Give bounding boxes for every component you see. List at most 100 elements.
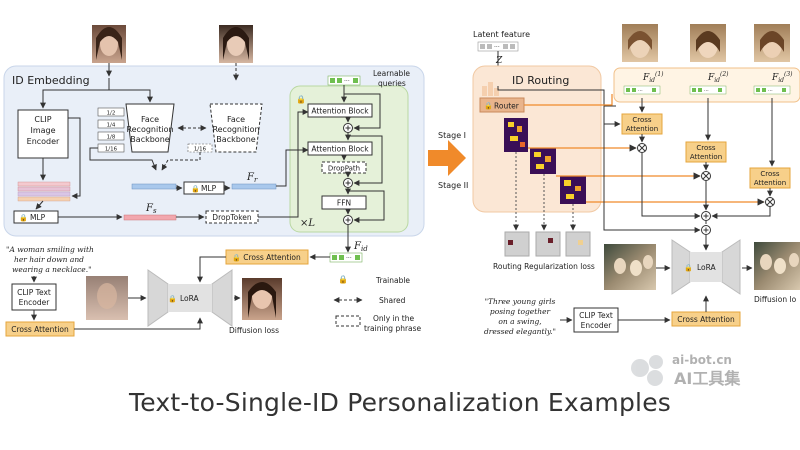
svg-text:CLIP: CLIP — [34, 115, 51, 124]
svg-text:···: ··· — [344, 78, 350, 85]
face-recognition-backbone-shared: Face Recognition Backbone — [209, 103, 263, 153]
fid-item-3: Fid(3) ··· — [753, 71, 793, 95]
svg-text:Encoder: Encoder — [19, 298, 51, 307]
svg-text:LoRA: LoRA — [697, 263, 717, 272]
input-face-image — [92, 25, 126, 63]
svg-text:Recognition: Recognition — [126, 125, 173, 134]
lock-icon: 🔒 — [232, 254, 241, 262]
svg-text:Face: Face — [141, 115, 159, 124]
svg-text:Fid(1): Fid(1) — [642, 71, 664, 84]
svg-text:Cross: Cross — [696, 144, 716, 152]
fid-bank — [613, 67, 800, 103]
mlp-block-face: 🔒 MLP — [183, 181, 225, 195]
cross-attention-block-top: 🔒 Cross Attention — [225, 249, 309, 265]
prompt-text-line3: wearing a necklace." — [12, 265, 92, 274]
svg-text:Recognition: Recognition — [212, 125, 259, 134]
lock-icon: 🔒 — [191, 185, 200, 193]
noisy-input-painting — [604, 244, 656, 290]
svg-text:Attention Block: Attention Block — [311, 107, 369, 116]
fs-feature-bar — [123, 214, 177, 221]
gate-multiply-1 — [637, 143, 647, 153]
attention-block-1: Attention Block — [307, 103, 373, 118]
attention-block-2: Attention Block — [307, 141, 373, 156]
legend-training-only-2: training phrase — [364, 324, 422, 333]
unet-lora-right: 🔒 LoRA — [671, 239, 741, 295]
face-recognition-backbone: Face Recognition Backbone — [125, 103, 175, 153]
routing-mask-3 — [565, 231, 591, 257]
svg-text:Cross Attention: Cross Attention — [243, 253, 301, 262]
gate-multiply-2 — [701, 171, 711, 181]
learnable-queries-tokens: ··· — [327, 75, 361, 86]
reference-face-3 — [754, 24, 790, 62]
svg-text:···: ··· — [704, 88, 709, 94]
lock-icon: 🔒 — [338, 275, 348, 284]
svg-text:MLP: MLP — [30, 213, 46, 222]
output-face-image — [242, 278, 282, 320]
clip-text-encoder: CLIP Text Encoder — [11, 283, 57, 311]
reference-face-1 — [622, 24, 658, 62]
output-painting — [754, 242, 800, 290]
svg-text:Fid(3): Fid(3) — [771, 71, 793, 84]
stage-indicator: Stage I Stage II — [428, 131, 468, 190]
svg-text:Attention: Attention — [690, 153, 722, 161]
svg-text:FFN: FFN — [337, 199, 351, 208]
svg-text:Face: Face — [227, 115, 245, 124]
svg-text:Attention: Attention — [754, 179, 786, 187]
z-label: Z — [495, 56, 503, 66]
mlp-block-clip: 🔒 MLP — [13, 210, 59, 224]
times-l-label: ×L — [300, 218, 315, 229]
fid-label: Fid — [353, 241, 368, 253]
routing-loss-label: Routing Regularization loss — [493, 262, 595, 271]
routing-heatmap-2 — [530, 148, 556, 174]
svg-text:Encoder: Encoder — [27, 137, 60, 146]
droptoken-block: DropToken — [205, 210, 259, 224]
routing-mask-2 — [535, 231, 561, 257]
shared-scale-feature: 1/16 — [187, 143, 213, 153]
sum-node-2 — [701, 225, 711, 235]
watermark-line1: ai-bot.cn — [672, 353, 732, 367]
latent-feature-label: Latent feature — [473, 30, 530, 39]
svg-text:CLIP Text: CLIP Text — [579, 311, 613, 320]
page-caption: Text-to-Single-ID Personalization Exampl… — [129, 388, 671, 417]
svg-text:Attention Block: Attention Block — [311, 145, 369, 154]
svg-text:1/8: 1/8 — [107, 135, 116, 141]
svg-text:1/4: 1/4 — [107, 123, 116, 129]
stage-2-label: Stage II — [438, 181, 468, 190]
svg-text:1/2: 1/2 — [107, 111, 116, 117]
latent-feature-tokens: ··· — [477, 41, 519, 52]
svg-text:Cross: Cross — [632, 116, 652, 124]
cross-attention-block-bottom: Cross Attention — [5, 321, 75, 337]
legend: 🔒 Trainable Shared Only in the training … — [333, 275, 422, 333]
diffusion-loss-label-right: Diffusion lo — [754, 295, 797, 304]
gate-multiply-3 — [765, 197, 775, 207]
id-routing-title: ID Routing — [512, 74, 569, 87]
watermark-line2: AI工具集 — [674, 369, 741, 388]
svg-text:Backbone: Backbone — [130, 135, 169, 144]
clip-feature-stack — [17, 181, 71, 202]
routing-heatmap-1 — [504, 118, 528, 152]
learnable-queries-label-2: queries — [378, 79, 406, 88]
fr-feature-bar — [231, 183, 277, 190]
svg-text:1/16: 1/16 — [194, 147, 207, 153]
lock-icon: 🔒 — [484, 102, 493, 110]
svg-text:CLIP Text: CLIP Text — [17, 288, 51, 297]
diffusion-loss-label: Diffusion loss — [229, 326, 279, 335]
lock-icon: 🔒 — [296, 95, 306, 104]
reference-face-2 — [690, 24, 726, 62]
learnable-queries-label: Learnable — [373, 69, 410, 78]
svg-text:···: ··· — [638, 88, 643, 94]
svg-text:···: ··· — [768, 88, 773, 94]
cross-attention-1: Cross Attention — [621, 113, 663, 135]
input-face-image-shared — [219, 25, 253, 63]
svg-text:Backbone: Backbone — [216, 135, 255, 144]
fid-tokens: ··· — [329, 252, 363, 263]
unet-lora: 🔒 LoRA — [147, 269, 233, 327]
lock-icon: 🔒 — [168, 295, 177, 303]
svg-text:Encoder: Encoder — [581, 321, 613, 330]
prompt-right-line2: posing together — [490, 307, 551, 316]
svg-text:Cross Attention: Cross Attention — [677, 315, 735, 324]
legend-trainable: Trainable — [375, 276, 410, 285]
sum-node-1 — [701, 211, 711, 221]
svg-text:Fid(2): Fid(2) — [707, 71, 729, 84]
